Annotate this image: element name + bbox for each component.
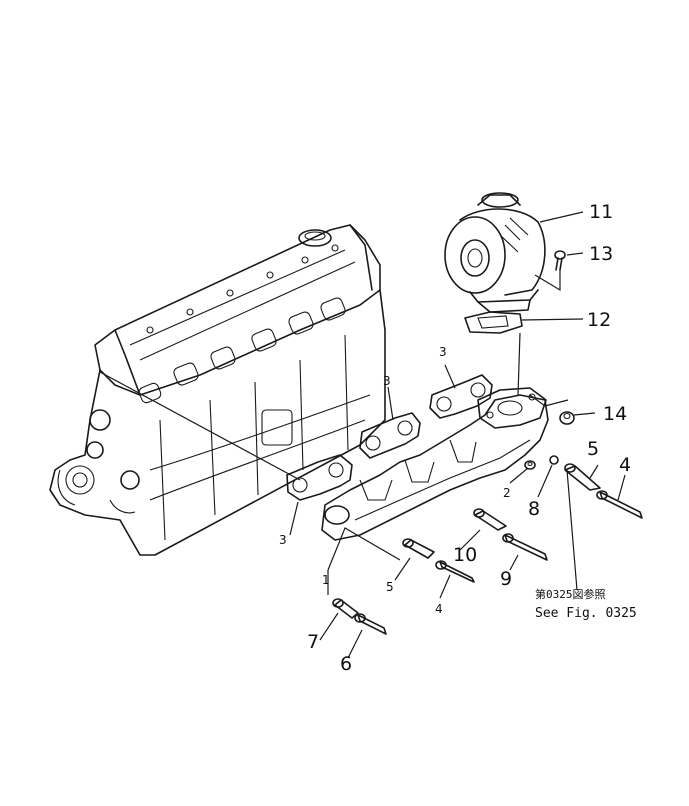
callout-6: 6 [340,653,352,675]
callout-4-mid: 4 [435,602,443,616]
bolt-4-right [596,490,643,519]
bolt-9 [502,533,548,561]
reference-note: 第0325図参照 See Fig. 0325 [535,587,637,621]
callout-3-mid: 3 [383,374,391,388]
callout-8: 8 [528,498,540,520]
callout-14: 14 [603,403,627,425]
manifold-gasket-2 [359,412,421,459]
exhaust-manifold [321,387,549,541]
callout-1: 1 [322,573,330,587]
spacer-5-mid [402,538,435,559]
leader-lines [99,211,626,659]
callout-labels: 11 13 12 14 3 3 3 5 4 2 8 10 9 1 5 4 7 6 [279,201,631,675]
nut-14 [559,411,575,425]
engine-block [49,224,386,556]
callout-12: 12 [587,309,611,331]
callout-4-right: 4 [619,454,631,476]
bolt-6 [354,613,387,635]
callout-7: 7 [307,631,319,653]
callout-9: 9 [500,568,512,590]
callout-5-mid: 5 [386,580,394,594]
exhaust-ports [138,297,346,404]
turbocharger [444,192,546,313]
bolt-13 [554,250,566,271]
bolt-4-mid [435,560,475,583]
callout-2: 2 [503,486,511,500]
callout-3-left: 3 [279,533,287,547]
spacer-5-right [564,463,601,491]
callout-11: 11 [589,201,613,223]
callout-3-right: 3 [439,345,447,359]
callout-13: 13 [589,243,613,265]
reference-note-jp: 第0325図参照 [535,587,606,601]
washer-8 [549,455,559,465]
reference-note-en: See Fig. 0325 [535,606,637,621]
callout-10: 10 [453,544,477,566]
spacer-10 [473,508,507,531]
turbo-gasket [464,311,523,334]
spacer-7 [332,598,359,619]
callout-5-right: 5 [587,438,599,460]
manifold-gasket-1 [286,454,353,501]
nut-2 [524,460,536,470]
manifold-gasket-3 [429,374,493,419]
